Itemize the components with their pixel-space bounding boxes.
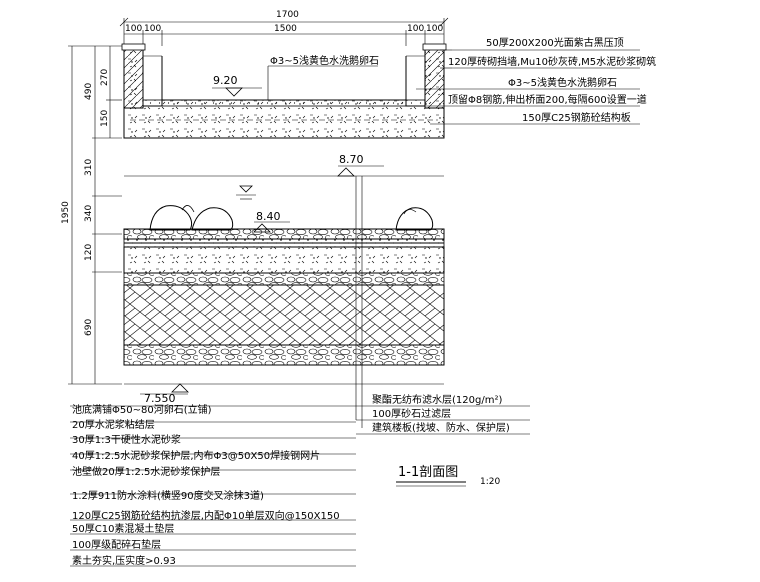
- dim-top-total: 1700: [276, 10, 299, 20]
- dim-top-inner: 1500: [274, 24, 297, 34]
- pond-layer-5: 池壁做20厚1:2.5水泥砂浆保护层: [72, 465, 220, 478]
- dim-top-right-gap: 100: [407, 24, 424, 34]
- dim-top-right-wall: 100: [426, 24, 443, 34]
- level-pond-bottom: 8.40: [256, 210, 281, 223]
- left-dimension-chain: 1950 490 270 150 310 340 120 690: [61, 45, 122, 385]
- level-structure-bottom: 7.550: [144, 392, 176, 405]
- planter-note-4: 顶留Φ8钢筋,伸出桥面200,每隔600设置一道: [448, 93, 647, 106]
- pond-layer-8: 50厚C10素混凝土垫层: [72, 522, 174, 535]
- pond-section: 8.70 8.40 7.550: [123, 153, 445, 428]
- section-scale: 1:20: [480, 477, 500, 487]
- pond-layer-3: 30厚1:3干硬性水泥砂浆: [72, 433, 181, 446]
- right-note-3: 建筑楼板(找坡、防水、保护层): [372, 421, 510, 434]
- pond-layer-6: 1.2厚911防水涂料(横竖90度交叉涂抹3道): [72, 489, 264, 502]
- planter-note-2: 120厚砖砌挡墙,Mu10砂灰砖,M5水泥砂浆砌筑: [448, 55, 656, 68]
- dim-left-mid-c: 120: [84, 244, 94, 261]
- level-water: 8.70: [339, 153, 364, 166]
- pond-layer-7: 120厚C25钢筋砼结构抗渗层,内配Φ10单层双向@150X150: [72, 509, 340, 522]
- planter-section: 9.20 Φ3~5浅黄色水洗鹅卵石: [121, 43, 447, 139]
- pond-layer-1: 池底满铺Φ50~80河卵石(立铺): [72, 403, 212, 416]
- right-note-1: 聚酯无纺布滤水层(120g/m²): [372, 393, 502, 406]
- dim-left-lower: 690: [84, 319, 94, 336]
- planter-note-3: Φ3~5浅黄色水洗鹅卵石: [508, 76, 617, 89]
- right-notes: 聚酯无纺布滤水层(120g/m²) 100厚砂石过滤层 建筑楼板(找坡、防水、保…: [356, 393, 530, 435]
- dim-left-mid-a: 310: [84, 159, 94, 176]
- dim-top-left-wall: 100: [125, 24, 142, 34]
- dim-top-left-gap: 100: [144, 24, 161, 34]
- top-dimension-chain: 1700 100 100 1500 100 100: [119, 10, 449, 46]
- planter-notes: 50厚200X200光面紫古黑压顶 120厚砖砌挡墙,Mu10砂灰砖,M5水泥砂…: [416, 36, 656, 125]
- section-title: 1-1剖面图: [398, 465, 458, 480]
- planter-inner-note: Φ3~5浅黄色水洗鹅卵石: [270, 54, 379, 67]
- pond-layer-2: 20厚水泥浆粘结层: [72, 418, 155, 431]
- dim-left-upper-a: 270: [100, 69, 110, 86]
- pond-layer-notes: 池底满铺Φ50~80河卵石(立铺) 20厚水泥浆粘结层 30厚1:3干硬性水泥砂…: [70, 403, 356, 567]
- dim-left-mid-b: 340: [84, 205, 94, 222]
- pond-layer-4: 40厚1:2.5水泥砂浆保护层,内布Φ3@50X50焊接钢网片: [72, 449, 320, 462]
- dim-left-upper: 490: [84, 83, 94, 100]
- dim-left-upper-b: 150: [100, 110, 110, 127]
- pond-layer-10: 素土夯实,压实度>0.93: [72, 554, 176, 567]
- planter-note-1: 50厚200X200光面紫古黑压顶: [486, 36, 624, 49]
- planter-note-5: 150厚C25钢筋砼结构板: [522, 111, 631, 124]
- level-planter-bottom: 9.20: [213, 74, 238, 87]
- right-note-2: 100厚砂石过滤层: [372, 407, 451, 420]
- section-title-block: 1-1剖面图 1:20: [396, 465, 500, 487]
- dim-left-total: 1950: [61, 201, 71, 224]
- pond-layer-9: 100厚级配碎石垫层: [72, 538, 161, 551]
